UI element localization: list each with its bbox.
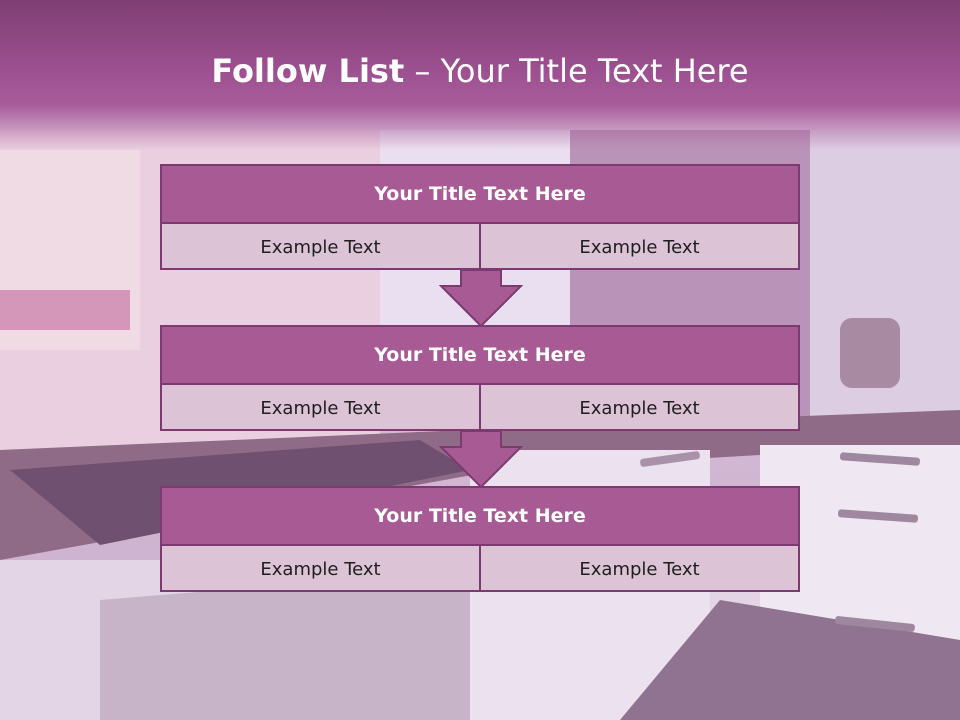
step-3-title: Your Title Text Here <box>162 488 798 546</box>
step-3-row: Example Text Example Text <box>162 546 798 592</box>
step-box-2: Your Title Text Here Example Text Exampl… <box>160 325 800 431</box>
down-arrow-icon <box>439 270 523 328</box>
title-bold: Follow List <box>211 52 405 90</box>
down-arrow-icon <box>439 431 523 489</box>
step-3-right-text: Example Text <box>479 546 798 592</box>
step-2-row: Example Text Example Text <box>162 385 798 431</box>
page-title: Follow List – Your Title Text Here <box>0 52 960 90</box>
step-2-title: Your Title Text Here <box>162 327 798 385</box>
step-1-row: Example Text Example Text <box>162 224 798 270</box>
title-rest: – Your Title Text Here <box>414 52 749 90</box>
step-2-left-text: Example Text <box>260 397 381 419</box>
step-1-title: Your Title Text Here <box>162 166 798 224</box>
step-box-1: Your Title Text Here Example Text Exampl… <box>160 164 800 270</box>
title-banner <box>0 0 960 150</box>
step-2-right-text: Example Text <box>479 385 798 431</box>
step-1-left-text: Example Text <box>260 236 381 258</box>
step-1-right-text: Example Text <box>479 224 798 270</box>
step-box-3: Your Title Text Here Example Text Exampl… <box>160 486 800 592</box>
step-3-left-text: Example Text <box>260 558 381 580</box>
